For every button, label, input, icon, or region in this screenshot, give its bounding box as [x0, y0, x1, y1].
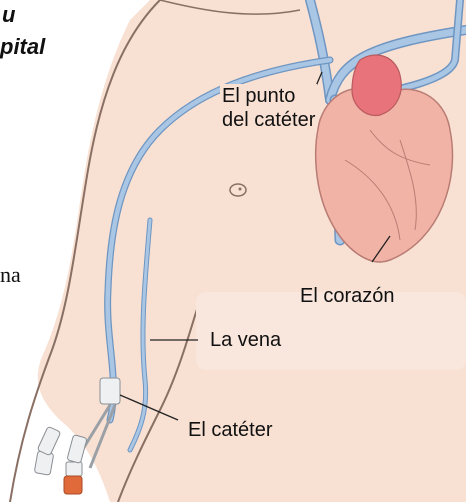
catheter-label: El catéter: [188, 419, 273, 441]
nipple-mark: [229, 183, 247, 197]
catheter-point-label-line-2: del catéter: [222, 109, 316, 131]
shoulder-line: [159, 0, 301, 15]
heart-label: El corazón: [300, 285, 395, 307]
arm-inner-outline: [117, 299, 201, 502]
leader-lines: [119, 71, 391, 421]
label-background-box: [196, 292, 466, 370]
arm-outer-outline: [9, 0, 161, 502]
catheter-lumen-left: [34, 426, 61, 476]
catheter-lumen-right: [63, 434, 87, 495]
vein-label: La vena: [210, 329, 282, 351]
catheter-device: [34, 377, 121, 495]
heart-illustration: [314, 54, 454, 263]
heading-fragment-2: pital: [0, 34, 46, 59]
side-text-fragment: na: [0, 262, 21, 287]
catheter-point-label-line-1: El punto: [222, 85, 296, 107]
catheter-point-label: El punto del catéter: [220, 84, 318, 132]
heading-fragment-1: u: [2, 2, 16, 27]
